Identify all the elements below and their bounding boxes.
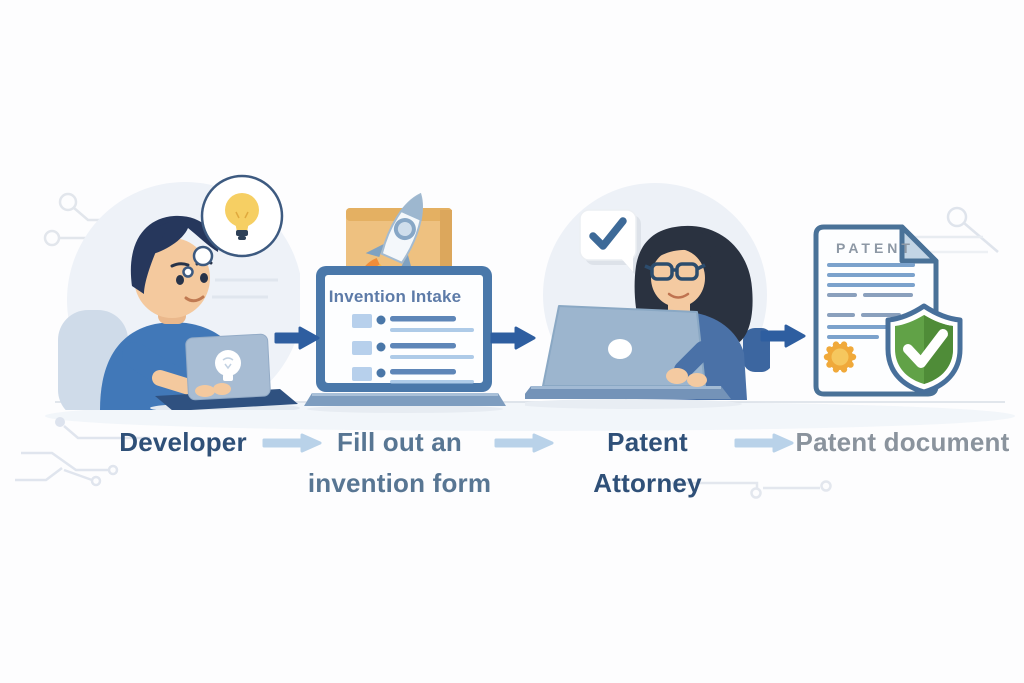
blob-deco-lines [212,278,278,299]
developer-laptop [150,333,300,410]
step-label-invention-form: Fill out an invention form [302,422,497,504]
attorney-hands [666,341,712,387]
patent-document-title: PATENT [836,240,914,256]
shield-check-icon [885,303,963,395]
circuit-bottom-left [15,417,150,487]
developer-illustration [58,174,300,410]
step-label-line: invention form [307,468,492,498]
form-laptop [304,266,506,413]
attorney-laptop [525,305,742,409]
lightbulb-icon [225,193,259,240]
form-row [352,341,474,359]
attorney-illustration [525,183,770,409]
step-label-patent-document: Patent document [795,427,1010,457]
step-label-developer: Developer [119,427,247,457]
form-row [352,367,474,384]
invention-form-illustration [304,192,506,413]
step-label-patent-attorney: Patent Attorney [593,427,702,498]
caption-arrow-3 [734,433,794,453]
circuit-bottom-center [672,480,832,499]
flow-arrow-1 [274,326,320,350]
flow-arrow-3 [760,324,806,348]
thought-bubble [182,174,284,278]
document-text-lines [827,263,915,339]
step-label-line: Fill out an [337,427,462,457]
checkmark-bubble-icon [579,209,641,278]
lightbulb-logo-icon [215,350,241,381]
patent-document-illustration [813,224,963,397]
caption-arrow-2 [494,433,554,453]
glasses-icon [644,262,706,281]
seal-icon [823,341,857,373]
invention-form-title: Invention Intake [328,287,462,306]
form-row [352,314,474,332]
caption-arrow-1 [262,433,322,453]
flow-arrow-2 [490,326,536,350]
